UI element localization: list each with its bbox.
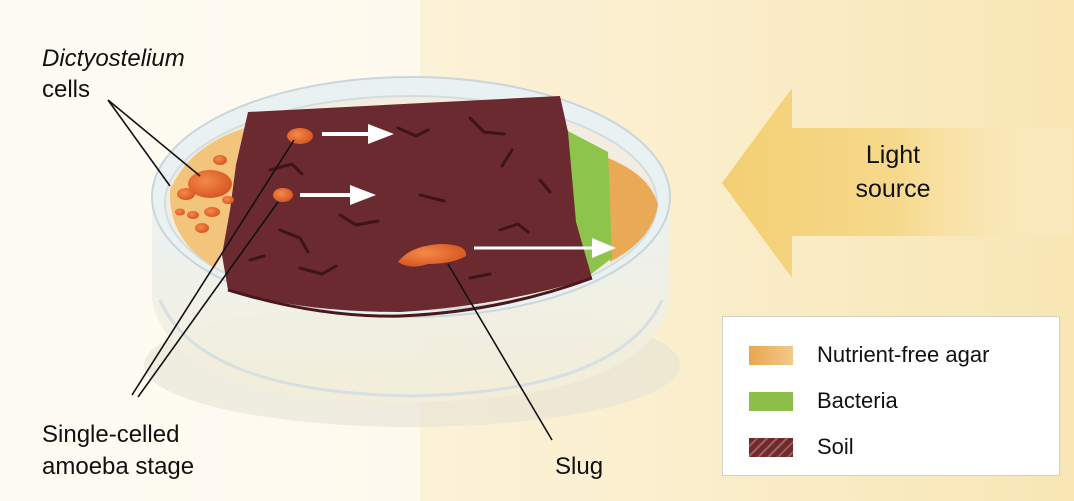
legend-item-agar: Nutrient-free agar — [749, 341, 989, 369]
slug-label: Slug — [555, 452, 603, 481]
legend-label-bacteria: Bacteria — [817, 388, 898, 414]
soil-swatch — [749, 438, 793, 457]
cell-colony — [204, 207, 220, 217]
cell-colony — [175, 209, 185, 216]
cell-colony — [187, 211, 199, 219]
amoeba-label-line2: amoeba stage — [42, 452, 194, 481]
legend-item-soil: Soil — [749, 433, 854, 461]
cells-label: cells — [42, 75, 90, 104]
species-name-label: Dictyostelium — [42, 44, 185, 73]
agar-swatch — [749, 346, 793, 365]
amoeba-cell-lower — [273, 188, 293, 202]
legend-label-agar: Nutrient-free agar — [817, 342, 989, 368]
cell-colony — [222, 196, 234, 204]
light-label-line2: source — [828, 172, 958, 206]
cell-colony — [177, 188, 195, 200]
bacteria-swatch — [749, 392, 793, 411]
amoeba-label-line1: Single-celled — [42, 420, 179, 449]
light-label-line1: Light — [828, 138, 958, 172]
legend-item-bacteria: Bacteria — [749, 387, 898, 415]
legend-label-soil: Soil — [817, 434, 854, 460]
legend: Nutrient-free agar Bacteria Soil — [722, 316, 1060, 476]
amoeba-cell-upper — [287, 128, 313, 144]
cell-colony — [213, 155, 227, 165]
cell-colony — [195, 223, 209, 233]
light-source-label: Light source — [828, 138, 958, 206]
